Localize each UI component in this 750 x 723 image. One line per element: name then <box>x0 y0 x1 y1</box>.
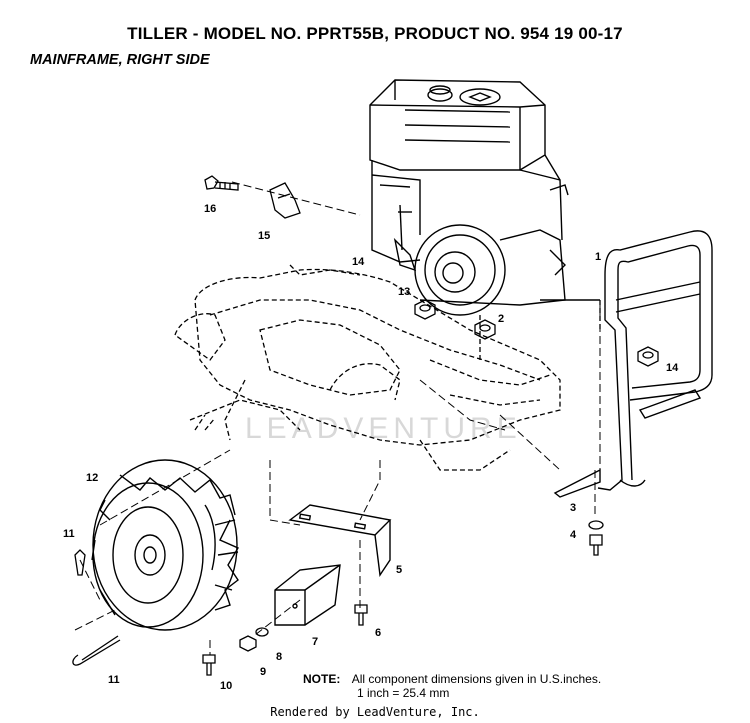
leader-lines <box>74 181 601 655</box>
callout-9: 9 <box>260 666 267 678</box>
callout-5: 5 <box>396 564 403 576</box>
callout-4: 4 <box>570 529 577 541</box>
callout-14a: 13 <box>398 286 411 298</box>
callout-3: 3 <box>570 502 577 514</box>
callout-12: 11 <box>63 528 75 540</box>
hardware-drawing <box>72 175 659 676</box>
callout-2: 2 <box>498 313 505 325</box>
page-title: TILLER - MODEL NO. PPRT55B, PRODUCT NO. … <box>127 24 623 43</box>
page-subtitle: MAINFRAME, RIGHT SIDE <box>30 52 210 68</box>
callout-10: 10 <box>220 680 233 692</box>
note-line-1: All component dimensions given in U.S.in… <box>351 672 602 686</box>
callout-15: 14 <box>352 256 365 268</box>
callout-1: 1 <box>595 251 602 263</box>
callout-8: 8 <box>276 651 283 663</box>
bracket-drawing <box>288 504 392 577</box>
weight-block-drawing <box>274 564 341 626</box>
callout-14b: 14 <box>666 362 679 374</box>
callout-7: 7 <box>312 636 319 648</box>
note-line-2: 1 inch = 25.4 mm <box>357 686 450 700</box>
mainframe-outline <box>174 264 601 471</box>
callout-6: 6 <box>375 627 382 639</box>
wheel-tire-drawing <box>91 459 240 631</box>
callout-13: 12 <box>86 472 99 484</box>
rendered-by-footer: Rendered by LeadVenture, Inc. <box>270 705 480 719</box>
callout-17: 16 <box>204 203 217 215</box>
callout-16: 15 <box>258 230 271 242</box>
handle-bar-drawing <box>553 230 713 498</box>
engine-drawing <box>369 79 600 316</box>
note-label: NOTE: <box>303 672 341 686</box>
dimension-note: NOTE: All component dimensions given in … <box>303 672 602 700</box>
callout-11-label: 11 <box>108 674 120 686</box>
